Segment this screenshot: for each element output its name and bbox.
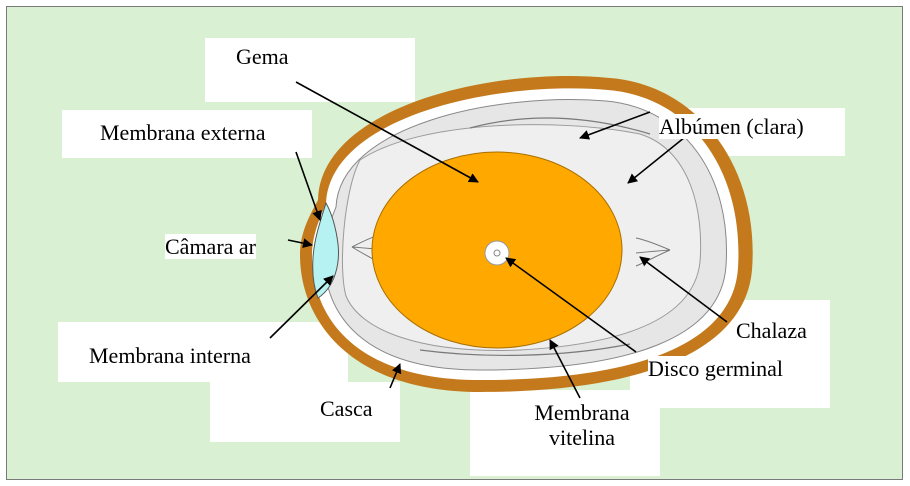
label-membrana-externa: Membrana externa [100,120,266,145]
label-membrana-vitelina: Membrana vitelina [530,400,634,451]
label-gema: Gema [236,44,289,69]
label-disco-germinal: Disco germinal [648,356,783,381]
label-membrana-vitelina-line1: Membrana [530,400,634,425]
label-albumen: Albúmen (clara) [659,114,804,139]
label-casca: Casca [320,396,373,421]
label-membrana-vitelina-line2: vitelina [530,425,634,450]
label-camara-ar: Câmara ar [165,234,256,259]
label-chalaza: Chalaza [736,318,807,343]
germinal-disc-center [494,250,500,256]
arrow-membrana-externa [296,152,320,220]
label-membrana-interna: Membrana interna [89,343,251,368]
